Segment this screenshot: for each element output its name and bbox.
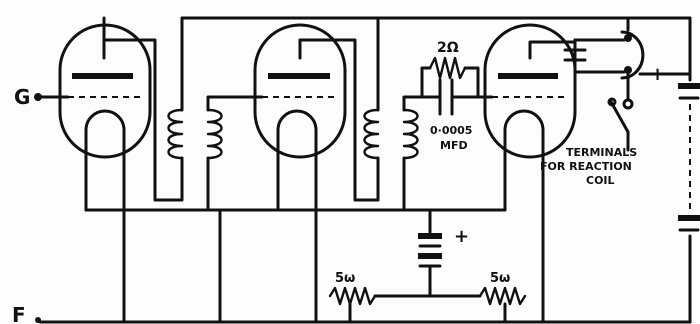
transformer-2 <box>363 108 419 160</box>
filament-input-label: F <box>12 303 26 324</box>
valve-3-filament <box>503 109 545 154</box>
capacitor-unit-label: MFD <box>440 139 468 152</box>
grid-leak-label: 2Ω <box>437 40 459 56</box>
filament-terminal-dot <box>35 317 41 323</box>
transformer-1 <box>167 108 223 160</box>
valve-1-filament <box>84 109 126 154</box>
terminals-label-3: COIL <box>586 174 615 187</box>
wiring <box>38 16 700 324</box>
rheostat-right-label: 5ω <box>490 271 510 286</box>
terminals-label-2: FOR REACTION <box>540 160 632 173</box>
capacitor-value-label: 0·0005 <box>430 124 472 137</box>
rheostat-left-label: 5ω <box>335 271 355 286</box>
ht-battery-plus: + <box>650 64 665 85</box>
grid-input-label: G <box>14 85 30 109</box>
grid-terminal-dot <box>34 93 42 101</box>
bias-battery-plus: + <box>454 226 469 247</box>
valve-1 <box>58 23 152 159</box>
terminals-label-1: TERMINALS <box>566 146 637 159</box>
valve-2-filament <box>276 109 318 154</box>
